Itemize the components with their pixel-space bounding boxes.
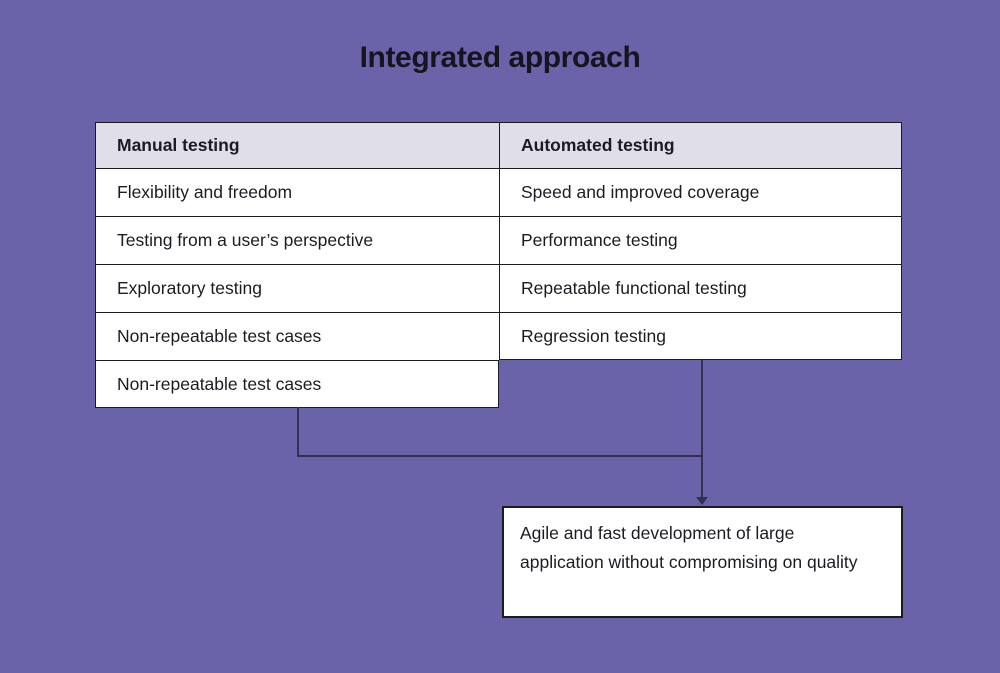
result-box-text: Agile and fast development of large appl… bbox=[520, 523, 858, 572]
page-title: Integrated approach bbox=[359, 41, 641, 74]
table-header-automated-testing: Automated testing bbox=[499, 122, 902, 168]
table-cell-automated-1: Speed and improved coverage bbox=[499, 168, 902, 216]
table-cell-automated-4: Regression testing bbox=[499, 312, 902, 360]
connector-horizontal-line bbox=[297, 455, 703, 457]
comparison-table: Manual testing Automated testing Flexibi… bbox=[95, 122, 902, 408]
table-header-row: Manual testing Automated testing bbox=[95, 122, 902, 168]
table-cell-manual-3: Exploratory testing bbox=[95, 264, 499, 312]
table-header-manual-testing: Manual testing bbox=[95, 122, 499, 168]
table-row: Testing from a user’s perspective Perfor… bbox=[95, 216, 902, 264]
table-cell-automated-2: Performance testing bbox=[499, 216, 902, 264]
arrow-down-icon bbox=[696, 497, 708, 505]
table-cell-manual-2: Testing from a user’s perspective bbox=[95, 216, 499, 264]
table-row: Non-repeatable test cases Regression tes… bbox=[95, 312, 902, 360]
table-row: Exploratory testing Repeatable functiona… bbox=[95, 264, 902, 312]
table-cell-manual-4: Non-repeatable test cases bbox=[95, 312, 499, 360]
result-box: Agile and fast development of large appl… bbox=[502, 506, 903, 618]
table-cell-manual-1: Flexibility and freedom bbox=[95, 168, 499, 216]
table-row: Non-repeatable test cases bbox=[95, 360, 902, 408]
table-row: Flexibility and freedom Speed and improv… bbox=[95, 168, 902, 216]
table-cell-manual-5: Non-repeatable test cases bbox=[95, 360, 499, 408]
connector-right-vertical-line bbox=[701, 360, 703, 499]
connector-left-vertical-line bbox=[297, 407, 299, 457]
table-cell-automated-3: Repeatable functional testing bbox=[499, 264, 902, 312]
